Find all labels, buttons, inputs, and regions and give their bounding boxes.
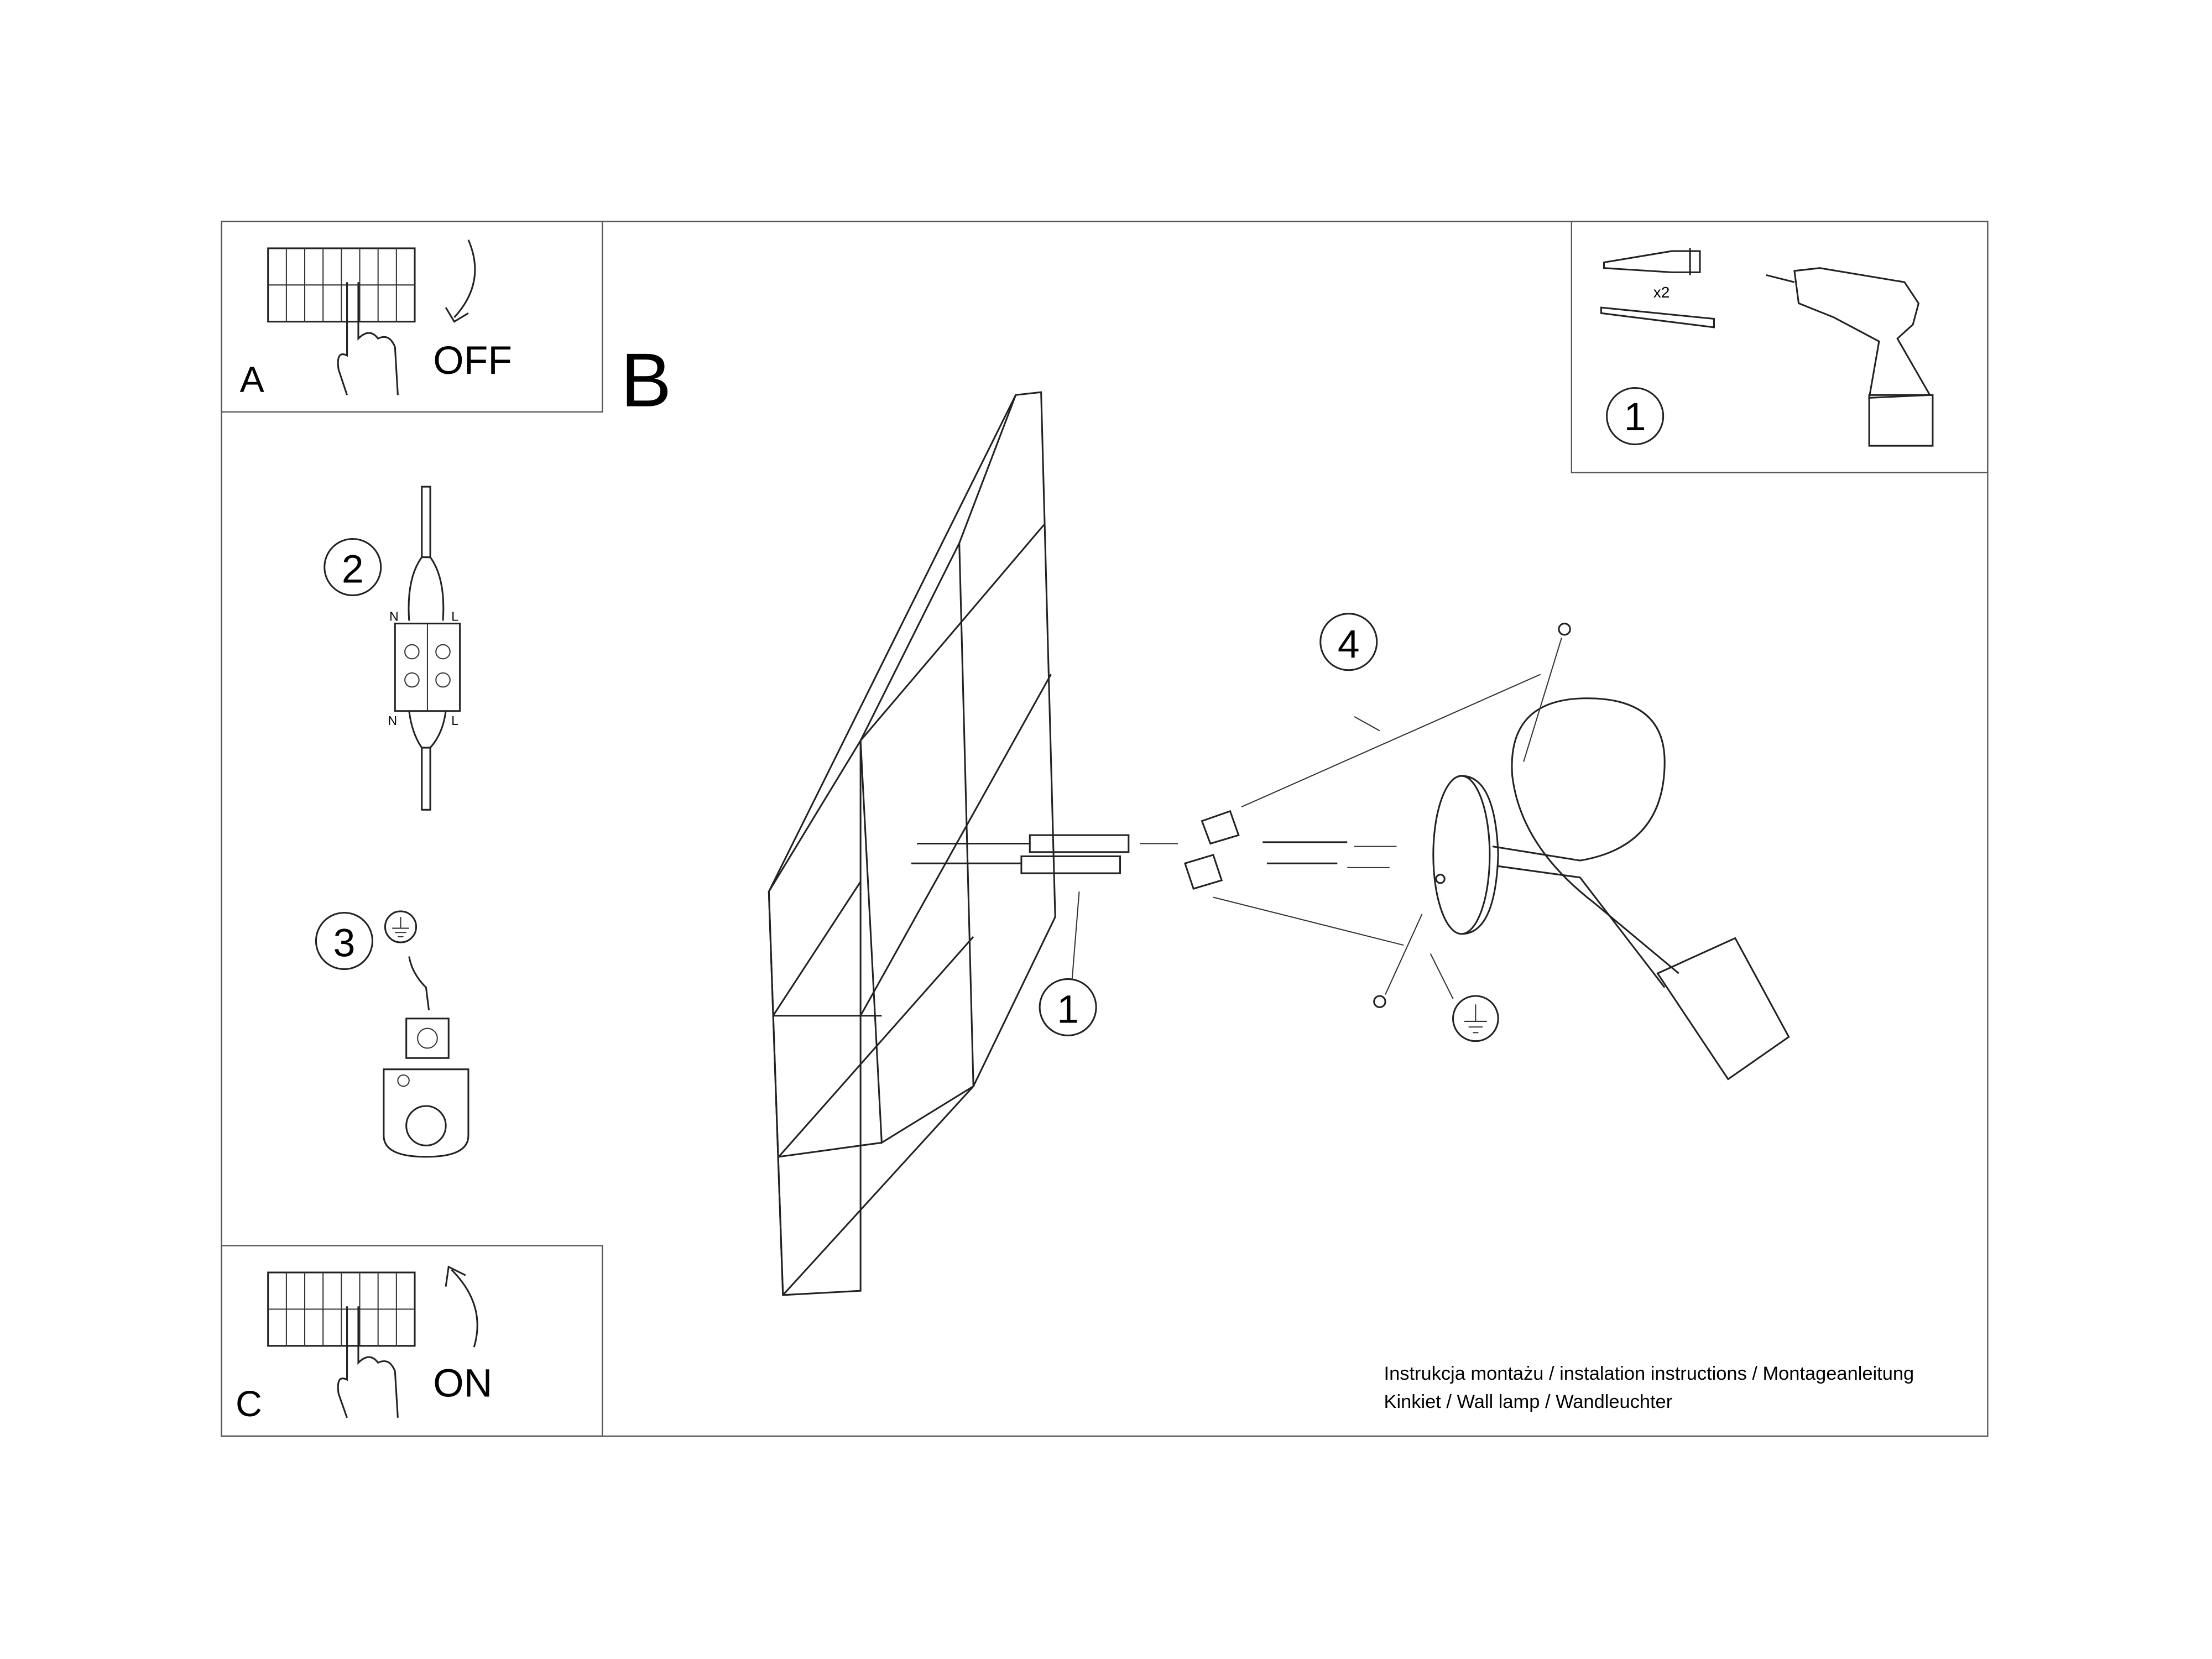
- footer-instructions-title: Instrukcja montażu / instalation instruc…: [1384, 1363, 1914, 1384]
- wall-plugs-and-screws: [911, 810, 1397, 890]
- panel-a-off-label: OFF: [433, 338, 512, 383]
- tools-count: x2: [1653, 284, 1670, 301]
- label-n-top: N: [389, 609, 399, 623]
- panel-c: C ON: [236, 1265, 492, 1425]
- arrow-down-icon: [445, 239, 476, 323]
- panel-a-letter: A: [240, 359, 265, 400]
- label-n-bottom: N: [388, 713, 398, 728]
- step-3-number: 3: [333, 921, 356, 966]
- ground-step: 3: [315, 910, 469, 1158]
- step-1-tools-circle: [1606, 387, 1665, 446]
- wall-lamp-illustration: [1373, 623, 1790, 1081]
- screw-icon: [1600, 306, 1715, 328]
- panel-tools-frame: [1571, 221, 1989, 473]
- panel-c-letter: C: [236, 1384, 262, 1425]
- step-1-number: 1: [1057, 987, 1079, 1031]
- ground-symbol-icon: [384, 910, 418, 943]
- panel-b-letter: B: [620, 338, 671, 423]
- step-4-number: 4: [1338, 622, 1360, 666]
- step-2-number: 2: [342, 547, 364, 592]
- circuit-breaker-icon: [267, 1271, 416, 1347]
- wiring-step: 2 N L N L: [324, 486, 461, 811]
- wall-plug-icon: [1603, 248, 1701, 275]
- hand-icon: [337, 1306, 399, 1418]
- step-3-circle: [315, 911, 373, 971]
- step-1-tools-number: 1: [1624, 395, 1646, 439]
- outer-frame: [221, 221, 1989, 1437]
- footer-product-name: Kinkiet / Wall lamp / Wandleuchter: [1384, 1391, 1673, 1412]
- ground-terminal-icon: [383, 1018, 469, 1158]
- step-2-circle: [324, 538, 382, 597]
- panel-a-frame: [221, 221, 603, 413]
- step-1-circle: [1039, 978, 1097, 1036]
- circuit-breaker-icon: [267, 247, 416, 323]
- hand-icon: [337, 282, 399, 395]
- panel-a: A OFF: [240, 239, 512, 400]
- ground-symbol-icon: [1430, 953, 1499, 1042]
- cable-icon: [421, 486, 431, 559]
- panel-c-frame: [221, 1245, 603, 1437]
- panel-c-on-label: ON: [433, 1361, 492, 1406]
- label-l-top: L: [451, 609, 458, 623]
- drill-icon: [1766, 267, 1934, 447]
- panel-tools: x2 1: [1600, 248, 1934, 447]
- label-l-bottom: L: [451, 713, 458, 728]
- arrow-up-icon: [445, 1265, 478, 1348]
- wall-tiles-illustration: [768, 391, 1056, 1296]
- step-4-circle: [1319, 613, 1378, 671]
